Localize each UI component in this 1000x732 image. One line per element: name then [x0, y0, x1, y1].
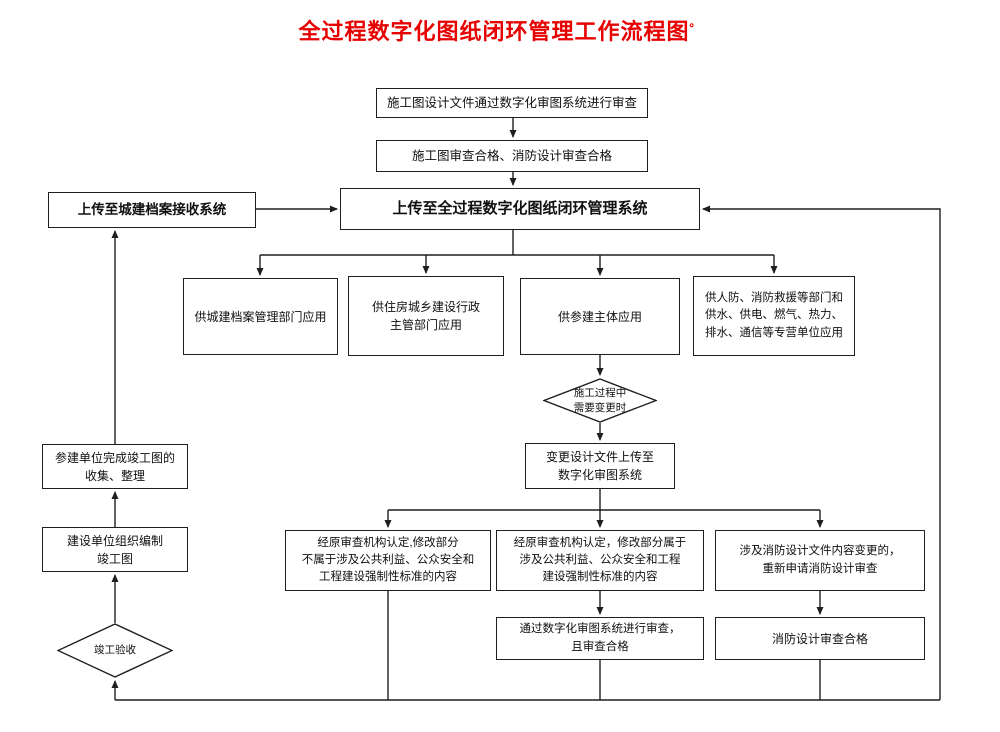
node-compile: 建设单位组织编制 竣工图	[42, 527, 188, 572]
node-branch-fire: 涉及消防设计文件内容变更的， 重新申请消防设计审查	[715, 530, 925, 591]
node-change-upload: 变更设计文件上传至 数字化审图系统	[525, 443, 675, 489]
node-review-qualified: 施工图审查合格、消防设计审查合格	[376, 140, 648, 172]
decision-acceptance: 竣工验收	[57, 623, 173, 678]
node-main-system: 上传至全过程数字化图纸闭环管理系统	[340, 188, 700, 230]
node-app-special: 供人防、消防救援等部门和 供水、供电、燃气、热力、 排水、通信等专营单位应用	[693, 276, 855, 356]
decision-need-change: 施工过程中 需要变更时	[543, 378, 657, 423]
node-app-archive: 供城建档案管理部门应用	[183, 278, 338, 355]
node-fire-pass: 消防设计审查合格	[715, 617, 925, 660]
node-digital-pass: 通过数字化审图系统进行审查， 且审查合格	[496, 617, 704, 660]
diamond-shape	[57, 623, 173, 678]
page-title-text: 全过程数字化图纸闭环管理工作流程图	[298, 19, 690, 44]
page-title-mark: 。	[689, 17, 702, 29]
node-branch-minor: 经原审查机构认定,修改部分 不属于涉及公共利益、公众安全和 工程建设强制性标准的…	[285, 530, 491, 591]
node-branch-major: 经原审查机构认定，修改部分属于 涉及公共利益、公众安全和工程 建设强制性标准的内…	[496, 530, 704, 591]
node-archive-upload: 上传至城建档案接收系统	[48, 192, 256, 228]
decision-need-change-label: 施工过程中 需要变更时	[573, 386, 627, 414]
diamond-shape	[543, 378, 657, 423]
page-title: 全过程数字化图纸闭环管理工作流程图。	[0, 14, 1000, 46]
node-design-review: 施工图设计文件通过数字化审图系统进行审查	[376, 88, 648, 118]
node-app-participants: 供参建主体应用	[520, 278, 680, 355]
decision-acceptance-label: 竣工验收	[94, 644, 136, 657]
node-collect: 参建单位完成竣工图的 收集、整理	[42, 444, 188, 489]
node-app-housing: 供住房城乡建设行政 主管部门应用	[348, 276, 504, 356]
